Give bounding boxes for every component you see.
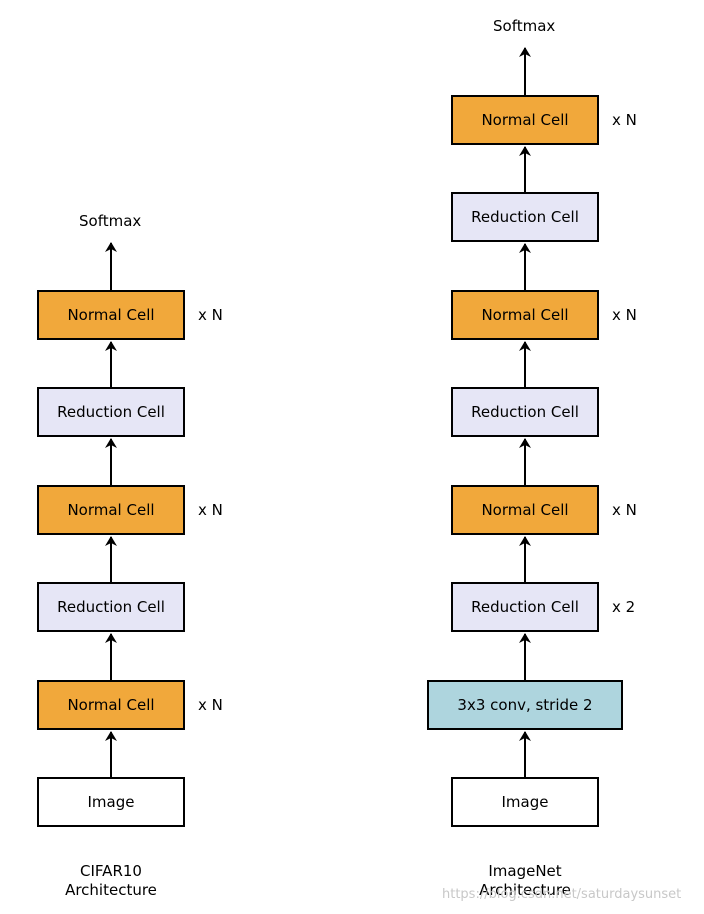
cell-label: Reduction Cell — [471, 598, 579, 616]
cell-label: Normal Cell — [67, 696, 155, 714]
right-reduction-cell-3: Reduction Cell — [451, 582, 599, 632]
right-normal-cell-3: Normal Cell — [451, 485, 599, 535]
cell-label: Image — [87, 793, 135, 811]
cell-label: Normal Cell — [481, 306, 569, 324]
right-normal-cell-2: Normal Cell — [451, 290, 599, 340]
cell-label: Reduction Cell — [471, 208, 579, 226]
left-normal-cell-2: Normal Cell — [37, 485, 185, 535]
left-normal-cell-1: Normal Cell — [37, 290, 185, 340]
left-reduction-cell-2: Reduction Cell — [37, 582, 185, 632]
cell-label: Normal Cell — [67, 501, 155, 519]
caption-line-2: Architecture — [65, 881, 157, 899]
cell-label: Normal Cell — [67, 306, 155, 324]
right-reduction-cell-2: Reduction Cell — [451, 387, 599, 437]
right-reduction-cell-1: Reduction Cell — [451, 192, 599, 242]
left-normal-cell-3: Normal Cell — [37, 680, 185, 730]
cell-label: Image — [501, 793, 549, 811]
cell-label: Reduction Cell — [57, 598, 165, 616]
left-softmax-label: Softmax — [79, 212, 142, 230]
left-reduction-cell-1: Reduction Cell — [37, 387, 185, 437]
left-multiplier-1: x N — [198, 306, 223, 324]
watermark-text: https://blog.csdn.net/saturdaysunset — [442, 887, 682, 902]
right-multiplier-2: x N — [612, 306, 637, 324]
right-conv-cell: 3x3 conv, stride 2 — [427, 680, 623, 730]
cell-label: 3x3 conv, stride 2 — [457, 696, 593, 714]
right-multiplier-3: x N — [612, 501, 637, 519]
right-multiplier-4: x 2 — [612, 598, 636, 616]
caption-line-1: ImageNet — [488, 862, 562, 880]
cell-label: Reduction Cell — [57, 403, 165, 421]
right-multiplier-1: x N — [612, 111, 637, 129]
right-caption: ImageNet Architecture — [454, 862, 596, 900]
right-normal-cell-1: Normal Cell — [451, 95, 599, 145]
cell-label: Normal Cell — [481, 111, 569, 129]
right-image-input: Image — [451, 777, 599, 827]
left-caption: CIFAR10 Architecture — [40, 862, 182, 900]
caption-line-1: CIFAR10 — [80, 862, 142, 880]
caption-line-2: Architecture — [479, 881, 571, 899]
right-softmax-label: Softmax — [493, 17, 556, 35]
left-image-input: Image — [37, 777, 185, 827]
left-multiplier-3: x N — [198, 696, 223, 714]
cell-label: Normal Cell — [481, 501, 569, 519]
cell-label: Reduction Cell — [471, 403, 579, 421]
left-multiplier-2: x N — [198, 501, 223, 519]
